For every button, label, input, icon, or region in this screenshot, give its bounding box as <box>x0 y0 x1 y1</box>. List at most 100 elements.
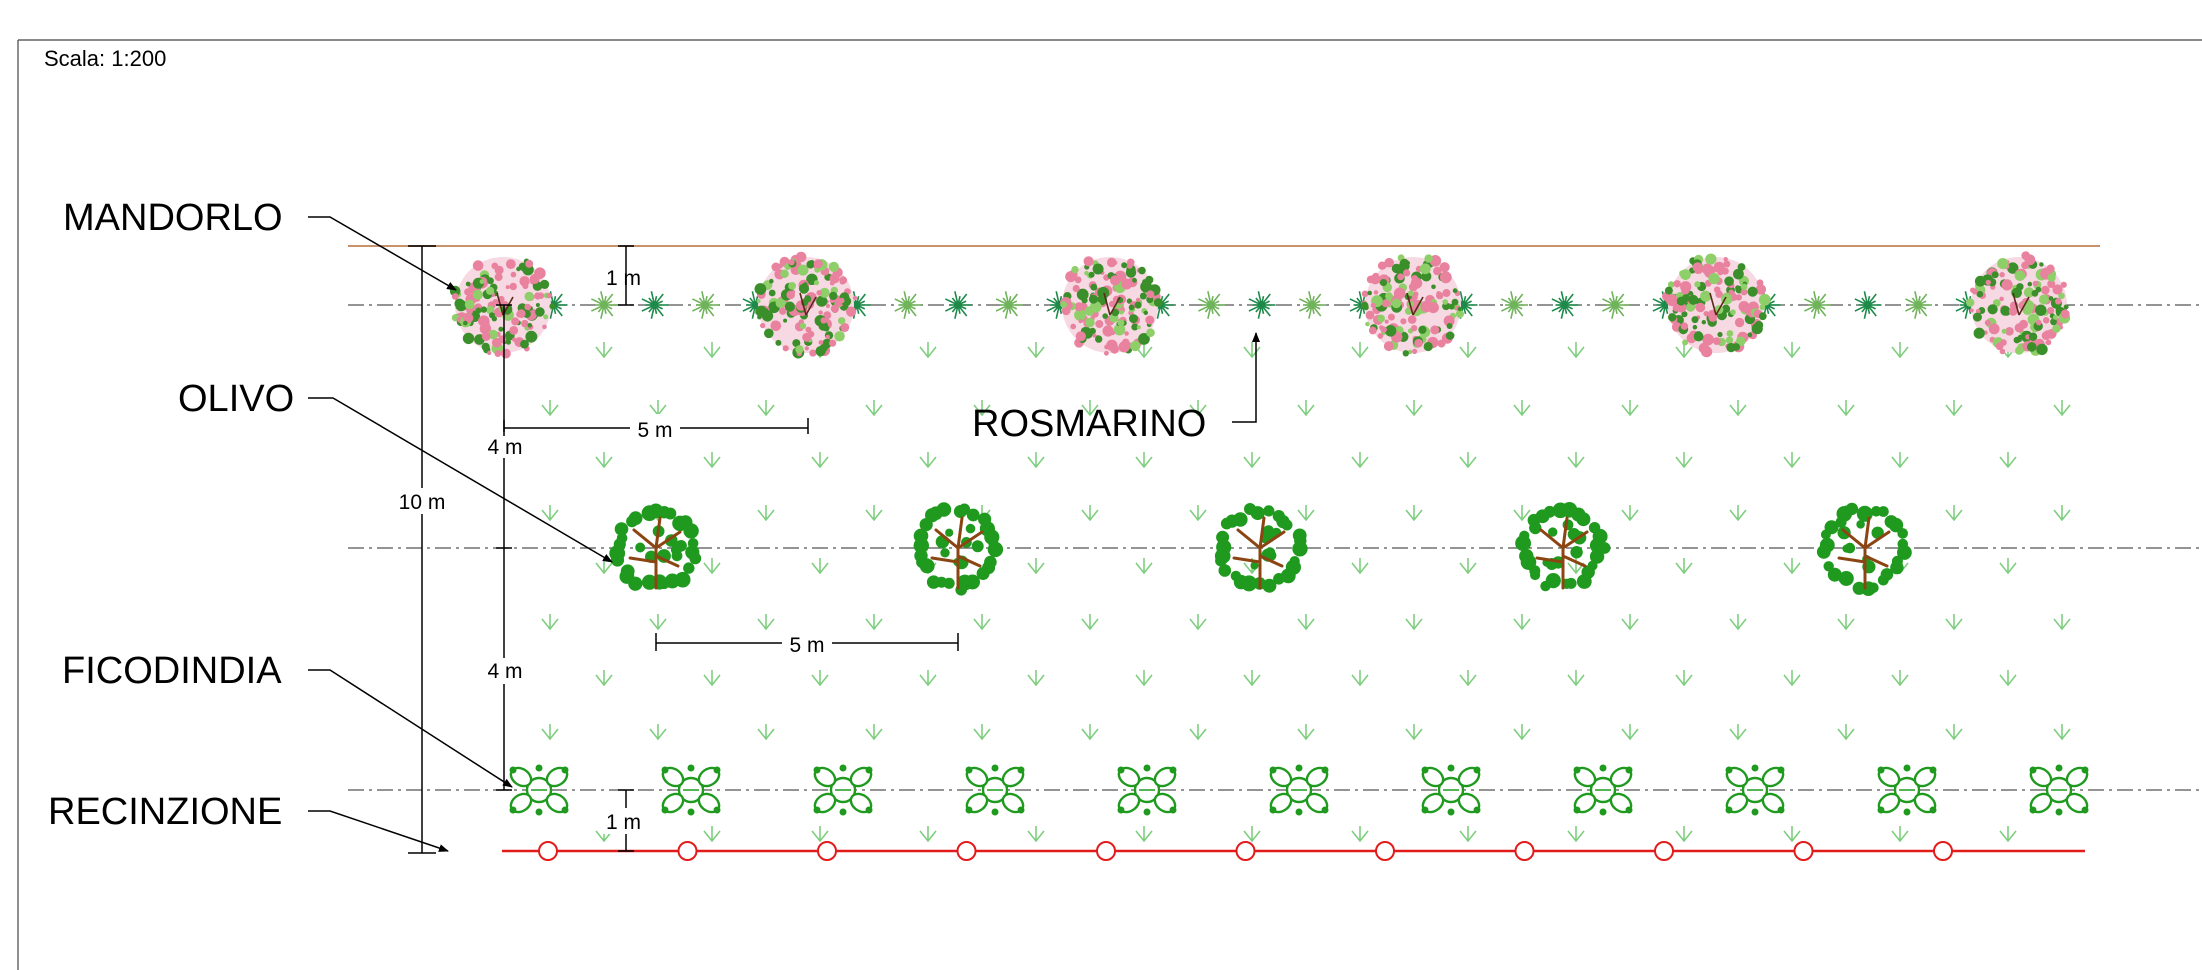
dimension-top-offset-text: 1 m <box>606 267 641 290</box>
grass-mark <box>1351 558 1369 575</box>
olive-tree <box>609 503 702 591</box>
almond-row <box>449 251 2071 359</box>
grass-mark <box>1189 400 1207 417</box>
grass-mark <box>649 400 667 417</box>
grass-mark <box>1675 452 1693 469</box>
rosemary-plant <box>1198 291 1225 319</box>
grass-mark <box>1135 452 1153 469</box>
rosemary-plant <box>1804 291 1831 319</box>
grass-mark <box>1135 558 1153 575</box>
fence-post <box>1793 841 1814 861</box>
grass-mark <box>1783 342 1801 359</box>
prickly-pear-plant <box>813 764 873 816</box>
grass-mark <box>703 342 721 359</box>
grass-mark <box>865 505 883 522</box>
dimension-bottom-offset-text: 1 m <box>606 811 641 834</box>
grass-mark <box>1783 670 1801 687</box>
olive-tree <box>1816 502 1912 596</box>
grass-mark <box>1837 724 1855 741</box>
prickly-pear-plant <box>509 764 569 816</box>
grass-mark <box>1459 826 1477 843</box>
grass-mark <box>541 400 559 417</box>
grass-mark <box>1189 505 1207 522</box>
fence-post <box>956 841 977 861</box>
grass-mark <box>1405 724 1423 741</box>
olive-tree <box>1214 503 1308 593</box>
grass-mark <box>919 342 937 359</box>
grass-mark <box>2053 724 2071 741</box>
prickly-pear-plant <box>661 764 721 816</box>
grass-mark <box>1729 724 1747 741</box>
grass-mark <box>1891 452 1909 469</box>
rosemary-plant <box>995 291 1023 319</box>
label-ficodindia: FICODINDIA <box>62 650 282 692</box>
grass-mark <box>811 558 829 575</box>
drawing-frame <box>17 39 2202 970</box>
grass-mark <box>1243 452 1261 469</box>
almond-tree <box>1966 251 2071 356</box>
grass-mark <box>649 614 667 631</box>
grass-mark <box>811 452 829 469</box>
prickly-pear-plant <box>1269 764 1329 816</box>
label-mandorlo: MANDORLO <box>63 197 283 239</box>
grass-mark <box>1675 558 1693 575</box>
fence-post <box>1235 841 1256 861</box>
grass-mark <box>1243 670 1261 687</box>
grass-mark <box>1351 826 1369 843</box>
callout-rosmarino: ROSMARINO <box>972 332 1260 445</box>
grass-mark <box>919 826 937 843</box>
grass-mark <box>649 724 667 741</box>
fence-post <box>817 841 837 861</box>
label-recinzione: RECINZIONE <box>48 791 282 833</box>
rosemary-plant <box>1602 291 1629 319</box>
grass-mark <box>757 505 775 522</box>
grass-mark <box>1189 614 1207 631</box>
grass-mark <box>703 452 721 469</box>
grass-mark <box>1837 614 1855 631</box>
grass-mark <box>1459 342 1477 359</box>
grass-mark <box>1567 670 1585 687</box>
grass-mark <box>1135 670 1153 687</box>
grass-mark <box>1027 452 1045 469</box>
dimension-upper-gap-text: 4 m <box>487 436 522 459</box>
rosemary-plant <box>1299 291 1326 319</box>
grass-mark <box>1297 614 1315 631</box>
fence-post <box>1654 841 1674 861</box>
grass-mark <box>1081 614 1099 631</box>
grass-mark <box>1297 505 1315 522</box>
grass-mark <box>1945 724 1963 741</box>
grass-mark <box>919 452 937 469</box>
grass-mark <box>1999 452 2017 469</box>
grass-mark <box>865 614 883 631</box>
almond-tree <box>1360 254 1464 357</box>
grass-mark <box>1999 670 2017 687</box>
grass-mark <box>1351 452 1369 469</box>
dimension-total-text: 10 m <box>399 491 446 514</box>
dimension-lower-gap-text: 4 m <box>487 660 522 683</box>
rosemary-plant <box>692 291 719 319</box>
grass-mark <box>1999 558 2017 575</box>
grass-mark <box>1081 505 1099 522</box>
label-olivo: OLIVO <box>178 378 294 420</box>
olive-tree <box>913 502 1004 596</box>
grass-mark <box>1675 826 1693 843</box>
rosemary-plant <box>1551 291 1579 319</box>
grass-mark <box>1027 826 1045 843</box>
grass-mark <box>595 452 613 469</box>
grass-mark <box>1297 724 1315 741</box>
grass-mark <box>1567 342 1585 359</box>
grass-mark <box>1027 558 1045 575</box>
grass-mark <box>1675 670 1693 687</box>
rosemary-plant <box>1905 291 1932 319</box>
callout-ficodindia: FICODINDIA <box>62 650 513 788</box>
grass-mark <box>1729 614 1747 631</box>
grass-mark <box>1405 505 1423 522</box>
grass-mark <box>2053 614 2071 631</box>
grass-mark <box>1513 505 1531 522</box>
rosemary-plant <box>591 291 618 319</box>
almond-tree <box>449 257 556 359</box>
dimension-top-offset: 1 m <box>606 245 641 306</box>
grass-mark <box>1945 400 1963 417</box>
grass-mark <box>1783 452 1801 469</box>
grass-mark <box>1891 826 1909 843</box>
